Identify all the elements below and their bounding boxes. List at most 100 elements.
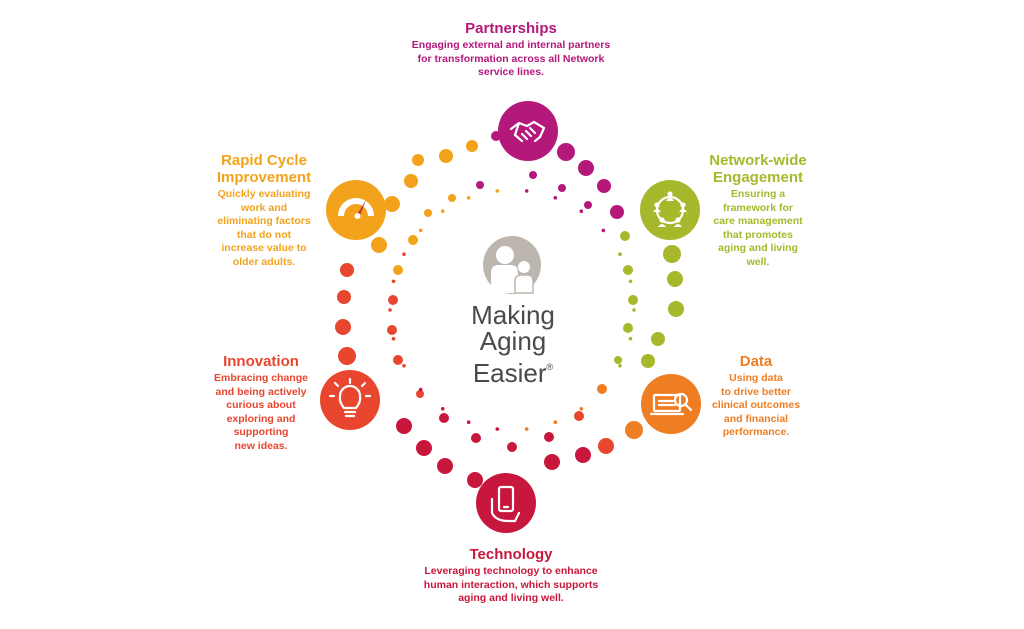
ring-dot [529,171,537,179]
ring-dot [416,440,432,456]
desc-line: older adults. [232,255,296,268]
ring-dot [439,149,453,163]
ring-dot [338,347,356,365]
pillar-description: Leveraging technology to enhance human i… [395,565,627,606]
ring-dot [610,205,624,219]
ring-dot [391,279,396,284]
ring-dot [578,160,594,176]
desc-line: well. [746,255,770,268]
ring-dot [495,189,500,193]
ring-dot [466,140,478,152]
ring-dot [579,209,584,213]
desc-line: human interaction, which supports [423,578,599,591]
ring-dot [387,325,397,335]
ring-dot [558,184,566,192]
desc-line: exploring and [226,412,296,425]
ring-dot [668,301,684,317]
ring-dot [632,308,636,312]
ring-dot [337,290,351,304]
ring-dot [651,332,665,346]
ring-dot [598,438,614,454]
center-line-3: Easier [472,358,547,388]
ring-dot [424,209,432,217]
ring-dot [667,271,683,287]
title-line: Technology [469,546,553,563]
ring-dot [628,279,633,284]
desc-line: to drive better [720,385,791,398]
ring-dot [641,354,655,368]
ring-dot [437,458,453,474]
pillar-description: Engaging external and internal partners … [380,39,642,80]
logo-icon [483,236,541,294]
desc-line: new ideas. [234,439,288,452]
ring-dot [384,196,400,212]
ring-dot [614,356,622,364]
lightbulb-icon [320,370,380,430]
pillar-partnerships: Partnerships Engaging external and inter… [380,20,642,80]
ring-dot [371,237,387,253]
ring-dot [623,265,633,275]
ring-dot [340,263,354,277]
desc-line: eliminating factors [217,215,311,228]
ring-dot [448,194,456,202]
pillar-title: Data [694,353,818,370]
ring-dot [524,427,529,431]
ring-dot [623,323,633,333]
pillar-title: Partnerships [380,20,642,37]
title-line: Data [739,353,773,370]
center-line-3-wrap: Easier® [444,354,582,386]
title-line: Innovation [223,353,299,370]
hand-phone-icon [476,473,536,533]
ring-dot [440,209,445,213]
pillar-description: Using data to drive better clinical outc… [694,372,818,440]
ring-dot [584,201,592,209]
desc-line: curious about [226,399,296,412]
ring-dot [439,413,449,423]
pillar-title: Technology [395,546,627,563]
ring-dot [495,427,500,431]
ring-dot [466,420,471,425]
ring-dot [575,447,591,463]
title-line: Improvement [216,169,312,186]
laptop-search-icon [641,374,701,434]
desc-line: that promotes [722,228,793,241]
center-title: Making Aging Easier® [444,302,582,386]
ring-dot [335,319,351,335]
ring-dot [391,336,396,341]
ring-dot [579,407,584,411]
ring-dot [507,442,517,452]
title-line: Network-wide [709,152,807,169]
ring-dot [402,364,406,368]
ring-dot [408,235,418,245]
ring-dot [628,336,633,341]
ring-dot [618,252,622,256]
ring-dot [628,295,638,305]
pillar-title: Innovation [200,353,322,370]
registered-mark: ® [546,362,554,372]
desc-line: Quickly evaluating [217,188,311,200]
desc-line: and being actively [215,385,307,398]
desc-line: aging and living [718,242,798,255]
ring-dot [524,189,529,193]
ring-dot [467,472,483,488]
pillar-technology: Technology Leveraging technology to enha… [395,546,627,606]
ring-dot [466,196,471,200]
desc-line: increase value to [221,242,307,255]
ring-dot [388,295,398,305]
ring-dot [601,387,606,392]
ring-dot [416,390,424,398]
center-line-2: Aging [479,326,547,356]
ring-dot [553,420,558,425]
pillar-innovation: Innovation Embracing change and being ac… [200,353,322,454]
desc-line: supporting [233,426,289,439]
ring-dot [402,252,406,256]
ring-dot [663,245,681,263]
desc-line: Engaging external and internal partners [411,39,611,51]
pillar-description: Embracing change and being actively curi… [200,372,322,454]
title-line: Partnerships [465,20,557,37]
